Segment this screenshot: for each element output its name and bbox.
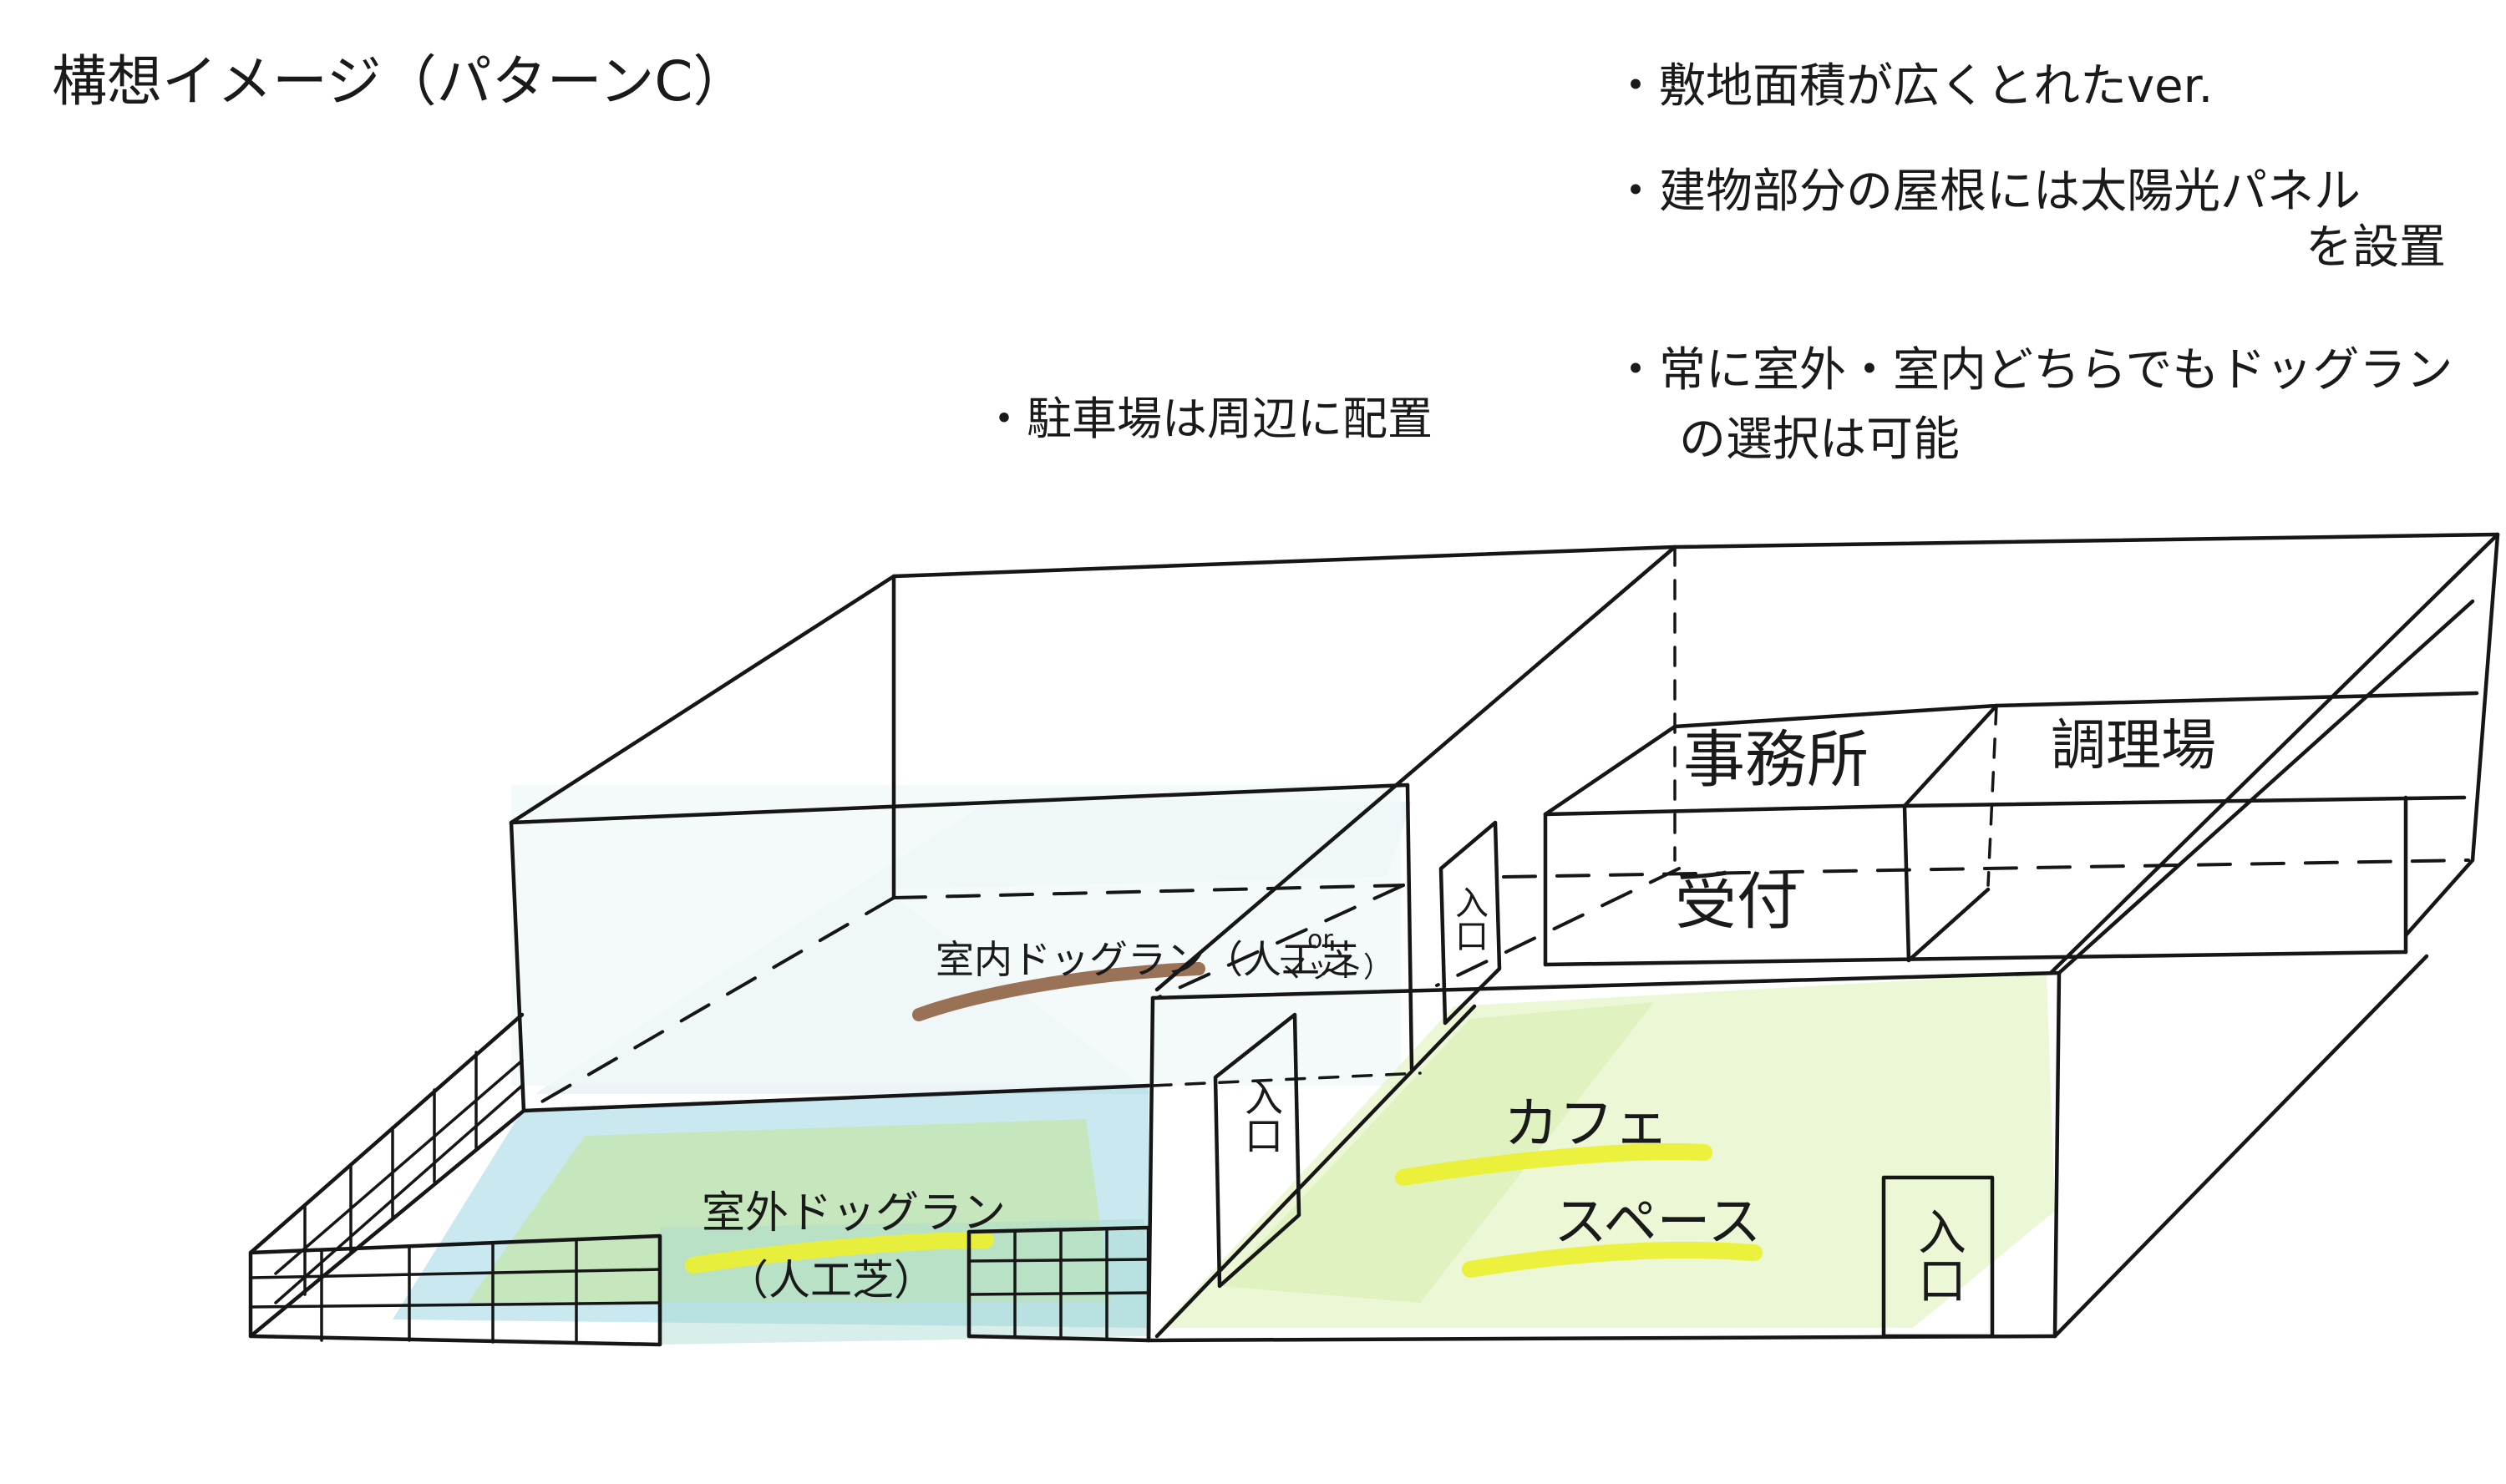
right-block-roof-edge xyxy=(2048,532,2500,975)
right-block-top xyxy=(1672,532,2500,550)
note-1-bullet: ・ xyxy=(1612,59,1659,114)
rooms-base-line xyxy=(1543,950,2408,967)
fence-rail xyxy=(967,1291,1150,1296)
center-roof-diagonal xyxy=(1154,544,1677,992)
note-2-line-2: を設置 xyxy=(2306,220,2446,275)
entrance-label-upper: 入口 xyxy=(1449,885,1488,952)
indoor-wall-fill xyxy=(511,785,1401,1086)
door-middle xyxy=(1213,1012,1301,1289)
building-outline xyxy=(509,532,2500,1343)
dash-left-floor xyxy=(525,896,895,1112)
room-outdoor-dogrun-sub: （人工芝） xyxy=(727,1256,936,1304)
room-outdoor-dogrun: 室外ドッグラン xyxy=(702,1188,1006,1238)
outdoor-floor-fill-green xyxy=(468,1119,1111,1303)
room-indoor-dogrun-mat: マット） xyxy=(1278,951,1392,985)
door-right xyxy=(1881,1175,1995,1339)
fence-rail xyxy=(274,1059,524,1275)
fence-left-bottom xyxy=(248,1108,526,1339)
office-box-mid xyxy=(1902,803,1911,963)
fence-rail xyxy=(967,1258,1150,1263)
cafe-label-highlight-2 xyxy=(1462,1241,1763,1278)
note-3-text: 常に室外・室内どちらでもドッグラン xyxy=(1659,343,2453,398)
cafe-right-bottom-diag xyxy=(2052,954,2429,1339)
office-box-front xyxy=(1543,803,1907,817)
entrance-label-right: 入口 xyxy=(1910,1207,1966,1304)
note-3-line-2: の選択は可能 xyxy=(1679,413,1960,467)
indoor-label-highlight xyxy=(912,962,1205,1021)
outdoor-label-highlight xyxy=(685,1232,994,1274)
doors xyxy=(1213,820,1995,1339)
room-office: 事務所 xyxy=(1683,724,1869,796)
outdoor-ground-line xyxy=(521,1083,1151,1113)
highlights xyxy=(685,962,1763,1278)
note-3-bullet: ・ xyxy=(1612,343,1659,398)
room-kitchen: 調理場 xyxy=(2051,713,2216,777)
indoor-right-edge xyxy=(1405,783,1414,1071)
reception-diag xyxy=(1906,887,1991,963)
room-cafe-line-2: スペース xyxy=(1554,1192,1761,1254)
entrance-label-middle: 入口 xyxy=(1239,1077,1284,1154)
cafe-label-highlight-1 xyxy=(1395,1143,1712,1186)
fence-rail xyxy=(274,1084,524,1304)
parking-note: ・駐車場は周辺に配置 xyxy=(982,393,1433,445)
fence-front-right xyxy=(966,1225,1151,1343)
dash-indoor-right xyxy=(1155,884,1405,1000)
fence-rail xyxy=(249,1301,662,1309)
room-reception: 受付 xyxy=(1675,866,1798,938)
kitchen-box-front xyxy=(1902,795,2467,808)
room-indoor-dogrun: 室内ドッグラン（人工芝 xyxy=(936,937,1358,982)
note-1-line-1: ・敷地面積が広くとれたver. xyxy=(1612,59,2213,114)
cafe-floor-diagonal xyxy=(1154,1004,1477,1339)
dash-reception-diag xyxy=(1435,867,1681,987)
fences xyxy=(248,1012,1151,1347)
indoor-front-top xyxy=(509,783,1410,825)
note-3-line-1: ・常に室外・室内どちらでもドッグラン xyxy=(1612,343,2453,398)
fence-rail xyxy=(249,1268,662,1279)
room-indoor-dogrun-or: or xyxy=(1307,925,1333,955)
cafe-floor-fill-2 xyxy=(1220,1002,1654,1303)
cafe-right-front-edge xyxy=(2052,970,2062,1339)
dash-reception-line xyxy=(1502,858,2470,879)
door-upper xyxy=(1438,820,1502,1026)
dash-back-floor xyxy=(892,884,1405,899)
note-2-line-1: ・建物部分の屋根には太陽光パネル xyxy=(1612,165,2361,219)
page-title: 構想イメージ（パターンC） xyxy=(52,49,748,114)
room-cafe-line-1: カフェ xyxy=(1504,1091,1669,1156)
right-back-edge-lower xyxy=(2403,858,2475,938)
note-2-text: 建物部分の屋根には太陽光パネル xyxy=(1659,165,2361,219)
hidden-lines xyxy=(525,545,2470,1112)
color-fills xyxy=(393,785,2055,1345)
right-back-edge xyxy=(2470,532,2500,863)
labels: 構想イメージ（パターンC） ・敷地面積が広くとれたver. ・建物部分の屋根には… xyxy=(52,49,2453,1304)
dash-kitchen-vertical xyxy=(1986,704,1998,887)
note-2-bullet: ・ xyxy=(1612,165,1659,219)
left-block-top xyxy=(509,544,1677,825)
note-1-text: 敷地面積が広くとれたver. xyxy=(1659,59,2213,114)
dash-cafe-door-top xyxy=(1151,1071,1422,1087)
